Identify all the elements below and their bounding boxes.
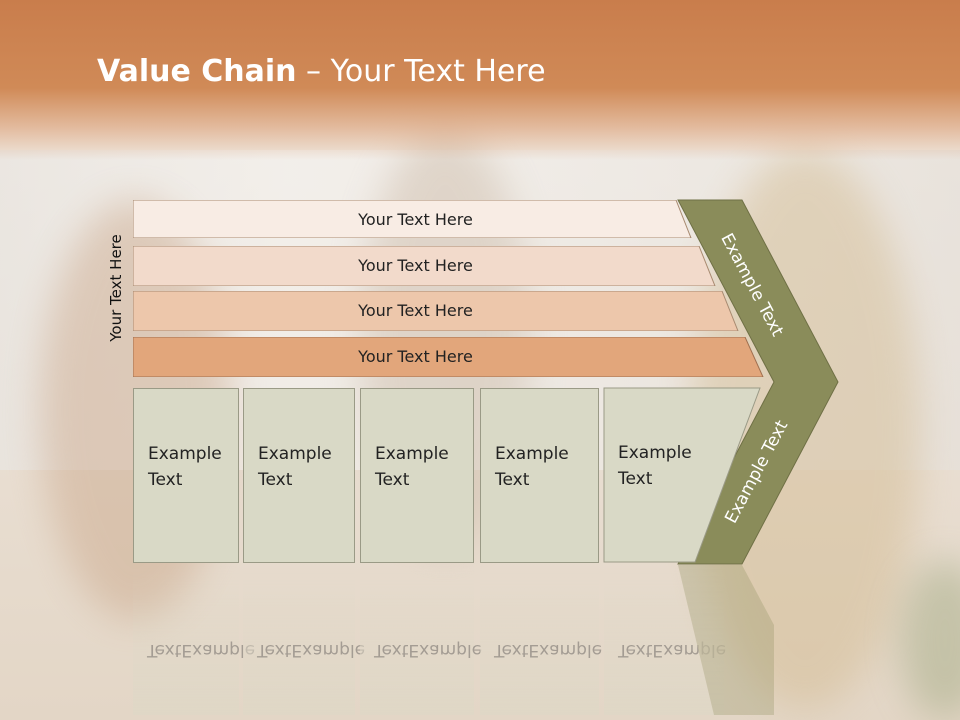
- slide-title: Value Chain – Your Text Here: [97, 54, 546, 89]
- activity-box-1-line2: Text: [148, 470, 183, 490]
- activity-box-2-line1: Example: [258, 444, 332, 464]
- value-bar-2[interactable]: Your Text Here: [133, 246, 717, 286]
- activity-box-3-line1: Example: [375, 444, 449, 464]
- value-bar-2-label: Your Text Here: [358, 255, 473, 275]
- activity-box-4-line1: Example: [495, 444, 569, 464]
- activity-box-2[interactable]: Example Text: [243, 388, 355, 563]
- title-rest: – Your Text Here: [296, 54, 546, 89]
- side-label: Your Text Here: [107, 234, 125, 342]
- value-bar-1-label: Your Text Here: [358, 209, 473, 229]
- reflection: TextExample TextExample TextExample Text…: [0, 565, 960, 720]
- activity-box-1-line1: Example: [148, 444, 222, 464]
- value-bar-1[interactable]: Your Text Here: [133, 200, 693, 238]
- activity-box-5-shape: [603, 387, 761, 563]
- value-bar-3-label: Your Text Here: [358, 300, 473, 320]
- reflection-box-2: TextExample: [243, 565, 365, 715]
- title-bold: Value Chain: [97, 54, 297, 89]
- reflection-chevron: [678, 565, 774, 715]
- activity-box-1[interactable]: Example Text: [133, 388, 239, 563]
- activity-box-3[interactable]: Example Text: [360, 388, 474, 563]
- activity-box-2-line2: Text: [258, 470, 293, 490]
- activity-box-4-line2: Text: [495, 470, 530, 490]
- reflection-box-1: TextExample: [133, 565, 255, 715]
- value-bar-3[interactable]: Your Text Here: [133, 291, 740, 331]
- chevron-arrow: [677, 199, 839, 565]
- reflection-box-4: TextExample: [480, 565, 602, 715]
- header-band: [0, 0, 960, 160]
- activity-box-3-line2: Text: [375, 470, 410, 490]
- value-bar-4-label: Your Text Here: [358, 346, 473, 366]
- activity-box-5-line2: Text: [618, 469, 653, 489]
- activity-box-4[interactable]: Example Text: [480, 388, 599, 563]
- reflection-box-3: TextExample: [360, 565, 482, 715]
- value-bar-4[interactable]: Your Text Here: [133, 337, 765, 377]
- activity-box-5-line1: Example: [618, 443, 692, 463]
- activity-box-5[interactable]: Example Text: [604, 388, 724, 563]
